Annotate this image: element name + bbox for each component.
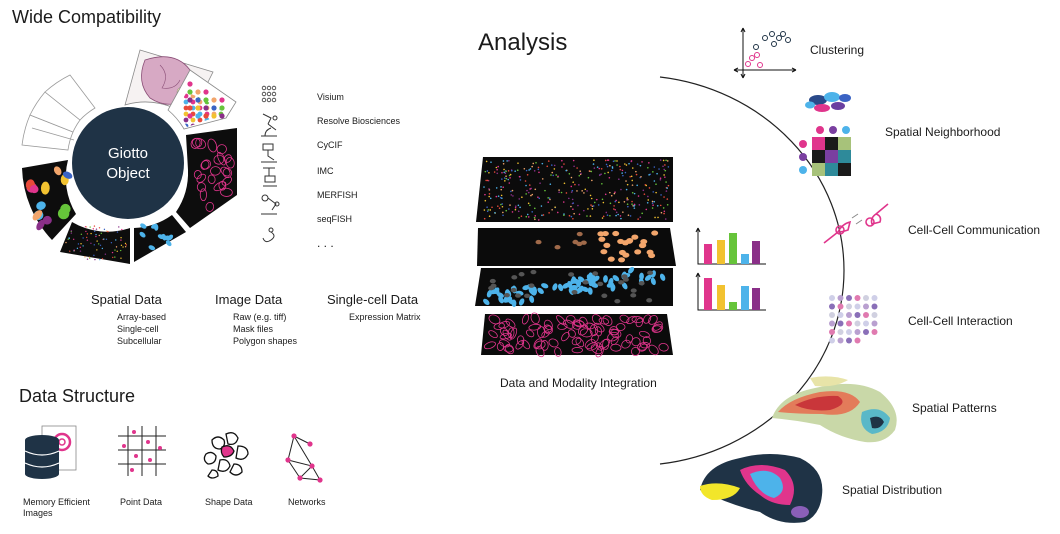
communication-icon <box>823 203 889 244</box>
core-line-2: Object <box>106 165 150 182</box>
spatial-data-lines: Array-based Single-cell Subcellular <box>117 311 166 347</box>
giotto-core <box>72 107 184 219</box>
analysis-title: Analysis <box>478 29 568 56</box>
colored-cells-segment <box>22 160 76 240</box>
ds-memory-line-1: Memory Efficient <box>23 497 90 507</box>
microscope-icon <box>261 113 278 137</box>
image-line-3: Polygon shapes <box>233 336 298 346</box>
image-data-lines: Raw (e.g. tiff) Mask files Polygon shape… <box>233 311 297 347</box>
tech-cycif: CyCIF <box>317 140 343 150</box>
seqfish-icon <box>262 227 275 243</box>
interaction-dots-icon <box>829 295 878 344</box>
integration-label: Data and Modality Integration <box>500 376 657 390</box>
bar-chart-upper <box>695 227 766 265</box>
analysis-patterns: Spatial Patterns <box>912 401 997 415</box>
singlecell-data-title: Single-cell Data <box>327 292 419 307</box>
clustering-icon <box>733 27 797 79</box>
image-line-1: Raw (e.g. tiff) <box>233 312 287 322</box>
singlecell-line-1: Expression Matrix <box>349 312 421 322</box>
ds-network-label: Networks <box>288 497 326 507</box>
layer-polygon-outlines <box>481 312 673 358</box>
analysis-interaction: Cell-Cell Interaction <box>908 314 1013 328</box>
spatial-data-title: Spatial Data <box>91 292 162 307</box>
core-line-1: Giotto <box>108 145 148 162</box>
data-structure-icons <box>24 425 323 483</box>
empty-segments <box>21 74 96 151</box>
tech-merfish: MERFISH <box>317 190 358 200</box>
polygon-segment <box>176 128 237 228</box>
image-line-2: Mask files <box>233 324 274 334</box>
giotto-wheel: Giotto Object <box>21 49 237 264</box>
tech-seqfish: seqFISH <box>317 214 353 224</box>
ds-memory-label: Memory Efficient Images <box>23 497 90 519</box>
analysis-neighborhood: Spatial Neighborhood <box>885 125 1001 139</box>
tissue-distribution-icon <box>700 454 823 523</box>
tech-resolve: Resolve Biosciences <box>317 116 401 126</box>
tech-visium: Visium <box>317 92 344 102</box>
spatial-line-2: Single-cell <box>117 324 159 334</box>
bar-chart-lower <box>695 272 766 311</box>
ds-memory-line-2: Images <box>23 508 53 518</box>
neighborhood-matrix-icon <box>799 92 851 176</box>
wide-compat-title: Wide Compatibility <box>12 7 162 27</box>
ds-shape-label: Shape Data <box>205 497 253 507</box>
analysis-clustering: Clustering <box>810 43 865 57</box>
layer-points <box>476 157 673 222</box>
layer-orange-cells <box>477 228 676 266</box>
merfish-icon <box>261 194 280 215</box>
analysis-distribution: Spatial Distribution <box>842 483 943 497</box>
tech-more: . . . <box>317 236 334 250</box>
tech-icons <box>261 85 280 243</box>
layer-blue-cells <box>475 266 673 308</box>
analysis-communication: Cell-Cell Communication <box>908 223 1041 237</box>
points-segment <box>60 222 130 264</box>
ds-point-label: Point Data <box>120 497 163 507</box>
cycif-icon <box>261 143 277 163</box>
tissue-pattern-icon <box>772 376 897 443</box>
dots-grid-icon <box>261 85 277 103</box>
tech-imc: IMC <box>317 166 334 176</box>
point-grid-icon <box>118 426 166 476</box>
network-icon <box>285 433 323 483</box>
imc-icon <box>263 167 277 187</box>
database-icon <box>24 425 77 479</box>
blue-cells-segment <box>134 215 186 262</box>
spatial-line-3: Subcellular <box>117 336 162 346</box>
image-data-title: Image Data <box>215 292 283 307</box>
data-structure-title: Data Structure <box>19 386 136 406</box>
singlecell-data-lines: Expression Matrix <box>349 311 421 323</box>
shape-cells-icon <box>203 432 249 479</box>
spatial-line-1: Array-based <box>117 312 167 322</box>
